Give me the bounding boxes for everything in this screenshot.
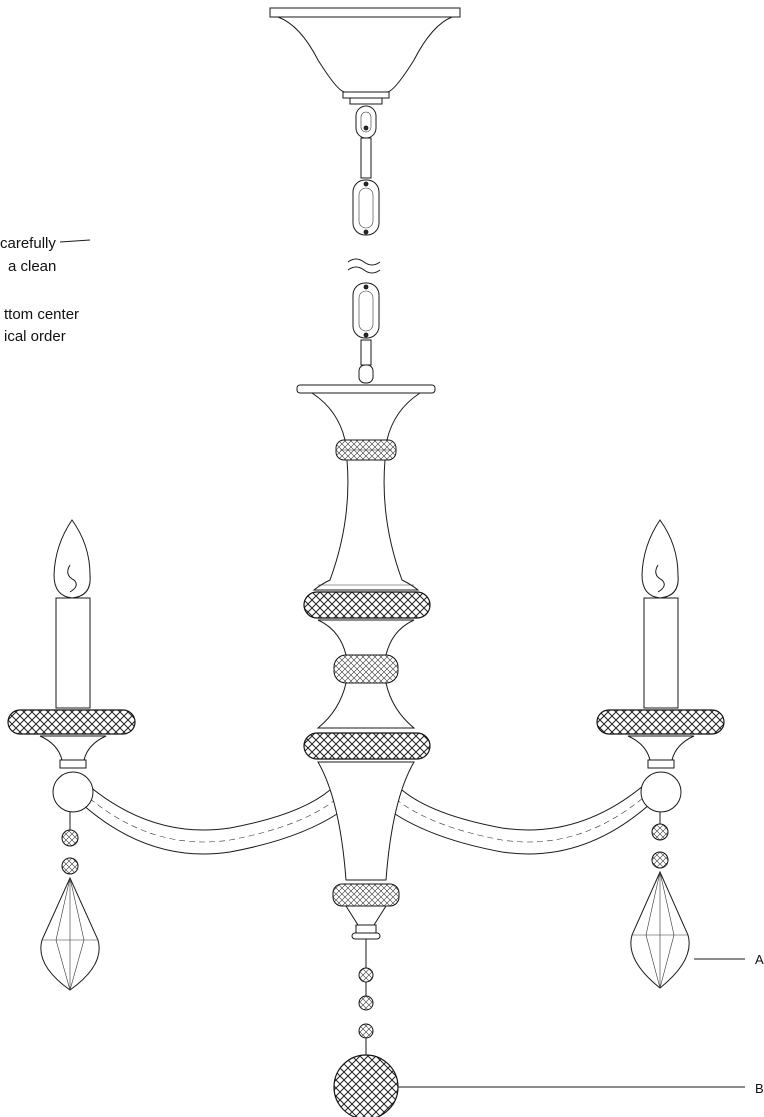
center-bead-string (358, 967, 374, 1060)
candle-right (596, 519, 725, 813)
stem-lower (317, 761, 415, 881)
note-line-1: carefully (0, 235, 56, 252)
note-line-3: ttom center (4, 306, 80, 323)
lower-collar (332, 883, 400, 1000)
stem-vase-upper (312, 459, 420, 591)
arm-left (81, 779, 341, 855)
arm-right (391, 779, 651, 855)
note-strike-line (59, 239, 91, 243)
pendant-right (630, 812, 745, 990)
top-cup (296, 384, 436, 441)
ceiling-canopy (269, 7, 461, 105)
ball-crystal (333, 1054, 745, 1117)
note-line-4: ical order (4, 328, 66, 345)
note-line-2: a clean (8, 258, 57, 275)
center-ring-lower (303, 732, 431, 760)
candle-left (7, 519, 136, 813)
callout-label-b: B (755, 1081, 764, 1096)
suspension-chain (347, 105, 381, 384)
pendant-left (40, 812, 100, 992)
upper-collar (335, 439, 397, 461)
stem-waist (316, 619, 416, 729)
callout-label-a: A (755, 952, 764, 967)
center-ring-upper (303, 591, 431, 619)
